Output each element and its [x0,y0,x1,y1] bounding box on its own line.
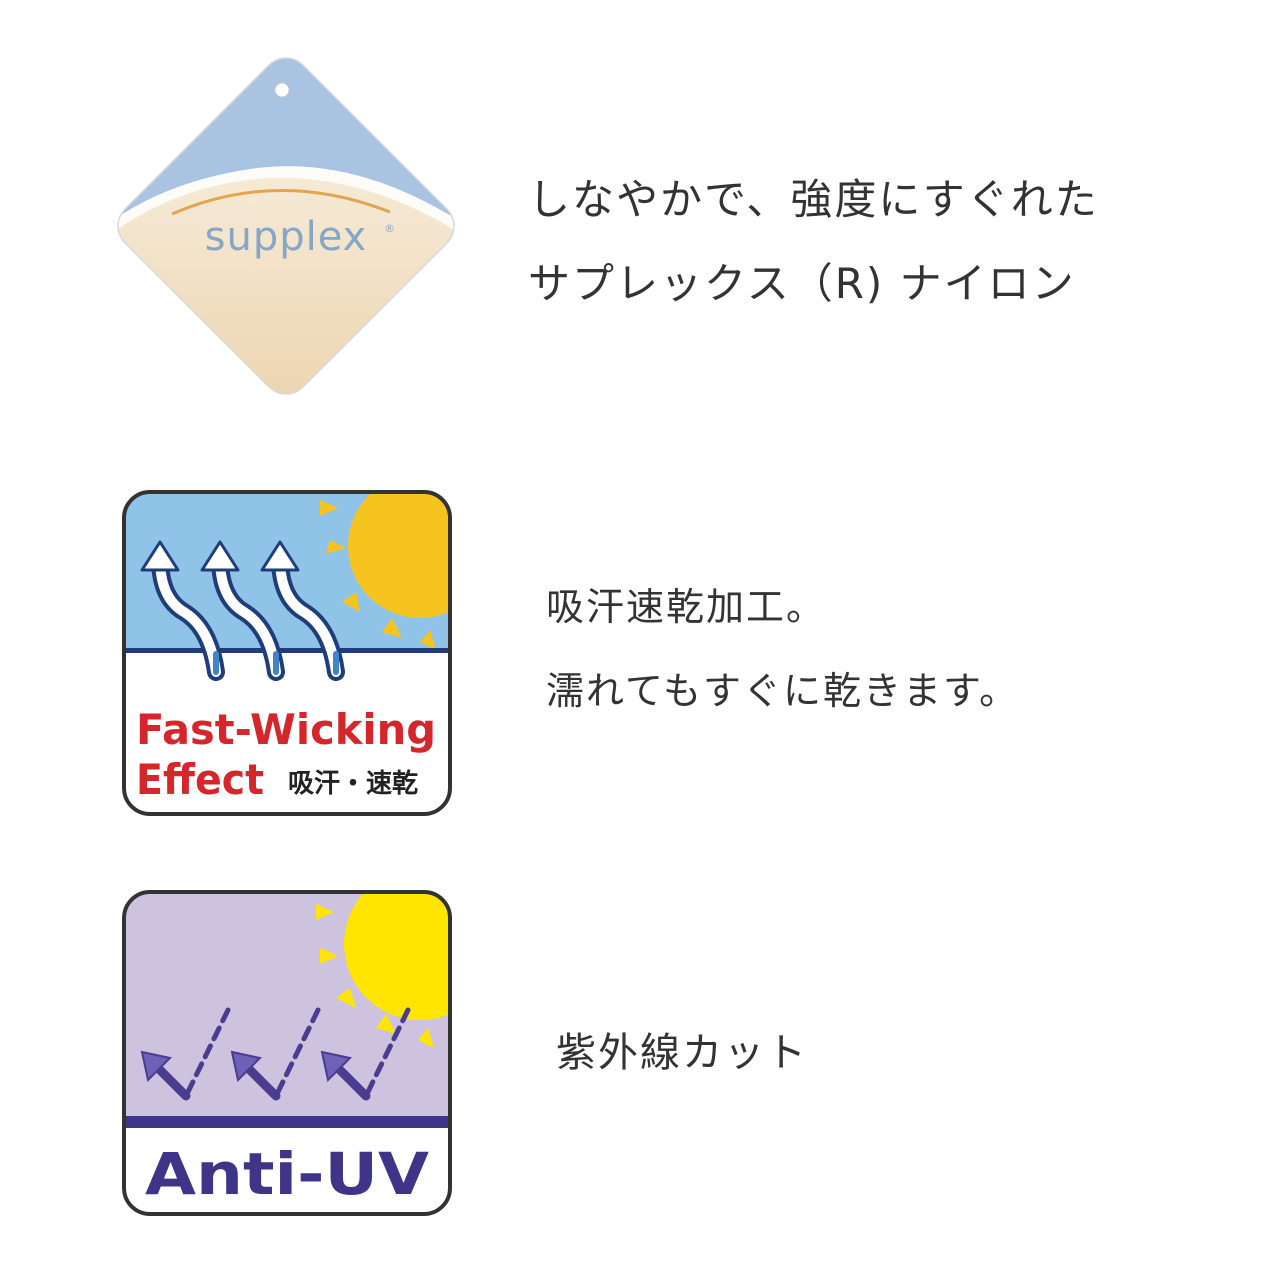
anti-uv-icon: Anti-UV [122,890,452,1216]
supplex-registered-mark: ® [384,222,395,235]
sun-icon [320,492,450,650]
supplex-description-line-2: サプレックス（R) ナイロン [528,259,1076,308]
wicking-arrow-icon [151,549,345,681]
wicking-description: 吸汗速乾加工。 濡れてもすぐに乾きます。 [546,565,1019,733]
supplex-logo-text: supplex [205,214,368,260]
wicking-description-line-2: 濡れてもすぐに乾きます。 [546,669,1020,713]
uv-description: 紫外線カット [556,1023,808,1083]
supplex-tag-icon: supplex ® [117,57,455,395]
uv-check-arrow-icon [140,1007,411,1101]
uv-description-line-1: 紫外線カット [556,1030,808,1076]
sun-icon [316,892,450,1048]
wicking-description-line-1: 吸汗速乾加工。 [546,585,827,629]
wicking-subtitle: 吸汗・速乾 [288,769,418,799]
uv-title: Anti-UV [145,1140,429,1208]
supplex-description: しなやかで、強度にすぐれた サプレックス（R) ナイロン [528,158,1099,326]
wicking-title-line-2: Effect [136,755,264,804]
fast-wicking-icon: Fast-Wicking Effect 吸汗・速乾 [122,490,452,816]
wicking-title-line-1: Fast-Wicking [136,705,436,754]
supplex-description-line-1: しなやかで、強度にすぐれた [528,175,1099,224]
